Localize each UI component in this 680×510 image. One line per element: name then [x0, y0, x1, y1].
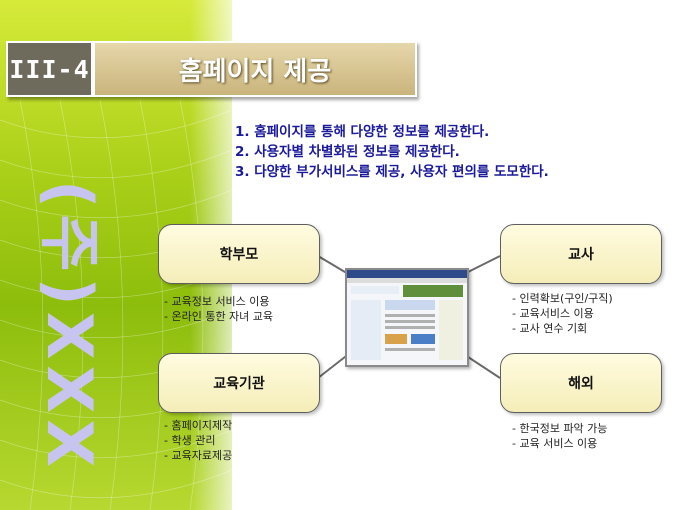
- list-item: - 한국정보 파악 가능: [512, 422, 608, 435]
- website-thumbnail: [347, 270, 467, 360]
- list-item: - 교육서비스 이용: [512, 307, 594, 320]
- list-item: - 교사 연수 기회: [512, 322, 588, 335]
- node-institutions: 교육기관: [158, 353, 320, 413]
- slide-number: III-4: [6, 41, 93, 97]
- list-item: - 교육 서비스 이용: [512, 437, 598, 450]
- slide-title: 홈페이지 제공: [93, 41, 417, 97]
- company-watermark: (주)XXX: [33, 180, 106, 473]
- website-screenshot: [345, 268, 469, 367]
- desc-overseas: - 한국정보 파악 가능 - 교육 서비스 이용: [512, 421, 607, 451]
- watermark-text: (주)XXX: [33, 180, 106, 473]
- bullet-item: 1. 홈페이지를 통해 다양한 정보를 제공한다.: [235, 124, 490, 140]
- list-item: - 인력확보(구인/구직): [512, 292, 613, 305]
- list-item: - 교육정보 서비스 이용: [164, 295, 270, 308]
- desc-institutions: - 홈페이지제작 - 학생 관리 - 교육자료제공: [164, 418, 232, 463]
- desc-teachers: - 인력확보(구인/구직) - 교육서비스 이용 - 교사 연수 기회: [512, 291, 613, 336]
- list-item: - 홈페이지제작: [164, 419, 233, 432]
- node-teachers: 교사: [500, 224, 662, 284]
- list-item: - 학생 관리: [164, 434, 216, 447]
- bullet-list: 1. 홈페이지를 통해 다양한 정보를 제공한다. 2. 사용자별 차별화된 정…: [235, 122, 549, 182]
- bullet-item: 3. 다양한 부가서비스를 제공, 사용자 편의를 도모한다.: [235, 164, 549, 180]
- node-overseas: 해외: [500, 353, 662, 413]
- list-item: - 교육자료제공: [164, 449, 233, 462]
- list-item: - 온라인 통한 자녀 교육: [164, 310, 274, 323]
- desc-parents: - 교육정보 서비스 이용 - 온라인 통한 자녀 교육: [164, 294, 273, 324]
- bullet-item: 2. 사용자별 차별화된 정보를 제공한다.: [235, 144, 460, 160]
- node-parents: 학부모: [158, 224, 320, 284]
